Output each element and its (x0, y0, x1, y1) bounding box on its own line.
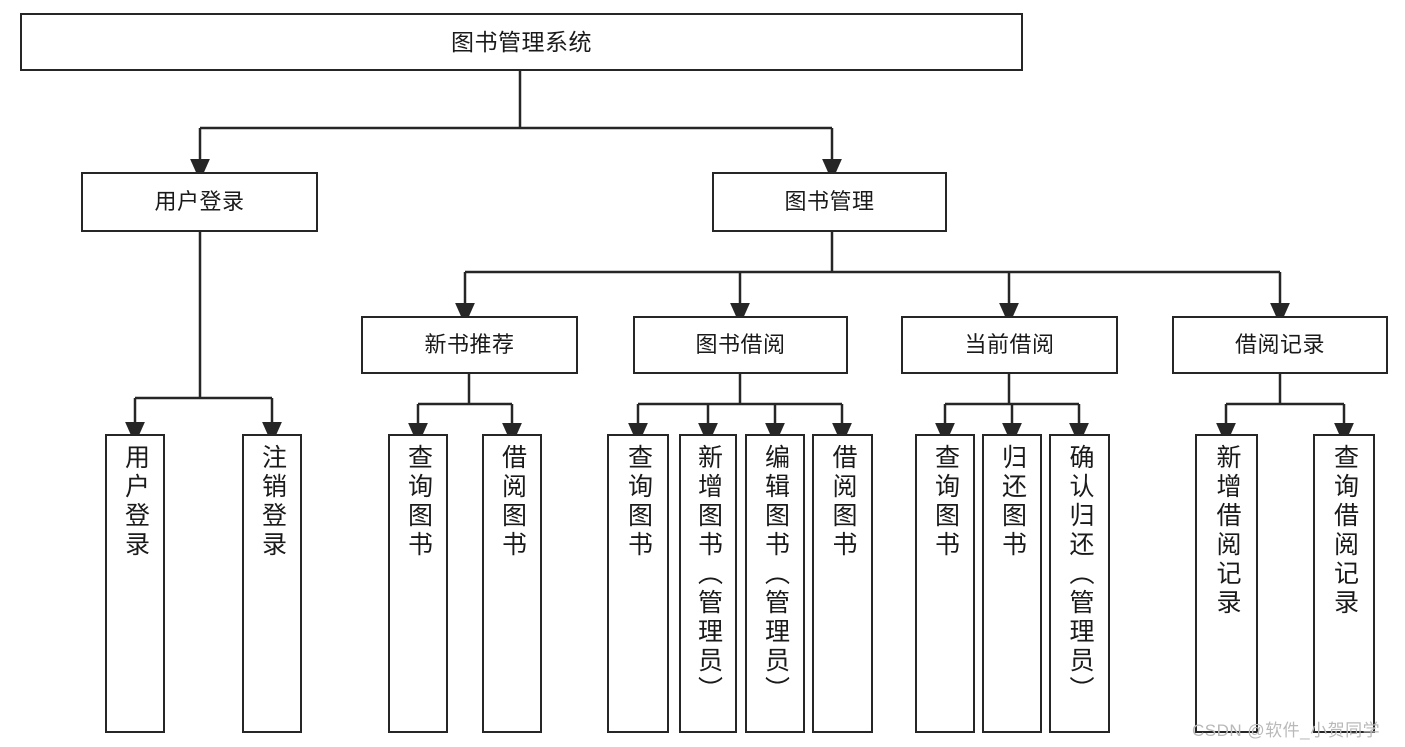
node-current-borrow-label: 当前借阅 (964, 332, 1055, 358)
leaf-borrow-add-book[interactable]: 新增图书（管理员） (679, 434, 737, 733)
node-book-borrow-label: 图书借阅 (695, 332, 786, 358)
node-borrow-record[interactable]: 借阅记录 (1172, 316, 1388, 374)
node-book-management-label: 图书管理 (784, 189, 875, 215)
leaf-user-login-logout-label: 注销登录 (258, 444, 287, 560)
node-root-system[interactable]: 图书管理系统 (20, 13, 1023, 71)
leaf-borrow-borrow-book-label: 借阅图书 (829, 444, 857, 560)
node-current-borrow[interactable]: 当前借阅 (901, 316, 1118, 374)
leaf-user-login-logout[interactable]: 注销登录 (242, 434, 302, 733)
leaf-new-book-borrow[interactable]: 借阅图书 (482, 434, 542, 733)
leaf-current-confirm-return[interactable]: 确认归还（管理员） (1049, 434, 1110, 733)
node-book-management[interactable]: 图书管理 (712, 172, 947, 232)
node-new-book-recommend-label: 新书推荐 (424, 332, 515, 358)
leaf-current-query-book[interactable]: 查询图书 (915, 434, 975, 733)
leaf-current-return-book[interactable]: 归还图书 (982, 434, 1042, 733)
leaf-user-login-login-label: 用户登录 (121, 444, 150, 560)
leaf-borrow-borrow-book[interactable]: 借阅图书 (812, 434, 873, 733)
leaf-record-add[interactable]: 新增借阅记录 (1195, 434, 1258, 733)
leaf-record-add-label: 新增借阅记录 (1213, 444, 1241, 618)
leaf-borrow-add-book-label: 新增图书（管理员） (694, 444, 723, 705)
leaf-borrow-query-book[interactable]: 查询图书 (607, 434, 669, 733)
node-user-login[interactable]: 用户登录 (81, 172, 318, 232)
leaf-current-return-book-label: 归还图书 (998, 444, 1027, 560)
csdn-watermark: CSDN @软件_小贺同学 (1192, 721, 1381, 740)
node-borrow-record-label: 借阅记录 (1234, 332, 1325, 358)
node-new-book-recommend[interactable]: 新书推荐 (361, 316, 578, 374)
leaf-current-confirm-return-label: 确认归还（管理员） (1066, 444, 1094, 705)
leaf-record-query[interactable]: 查询借阅记录 (1313, 434, 1375, 733)
leaf-borrow-query-book-label: 查询图书 (624, 444, 653, 560)
leaf-new-book-query-label: 查询图书 (404, 444, 433, 560)
leaf-borrow-edit-book-label: 编辑图书（管理员） (761, 444, 790, 705)
leaf-new-book-borrow-label: 借阅图书 (498, 444, 527, 560)
leaf-current-query-book-label: 查询图书 (931, 444, 960, 560)
leaf-new-book-query[interactable]: 查询图书 (388, 434, 448, 733)
node-user-login-label: 用户登录 (154, 189, 245, 215)
node-book-borrow[interactable]: 图书借阅 (633, 316, 848, 374)
leaf-borrow-edit-book[interactable]: 编辑图书（管理员） (745, 434, 805, 733)
leaf-record-query-label: 查询借阅记录 (1330, 444, 1359, 618)
node-root-system-label: 图书管理系统 (451, 28, 592, 55)
leaf-user-login-login[interactable]: 用户登录 (105, 434, 165, 733)
